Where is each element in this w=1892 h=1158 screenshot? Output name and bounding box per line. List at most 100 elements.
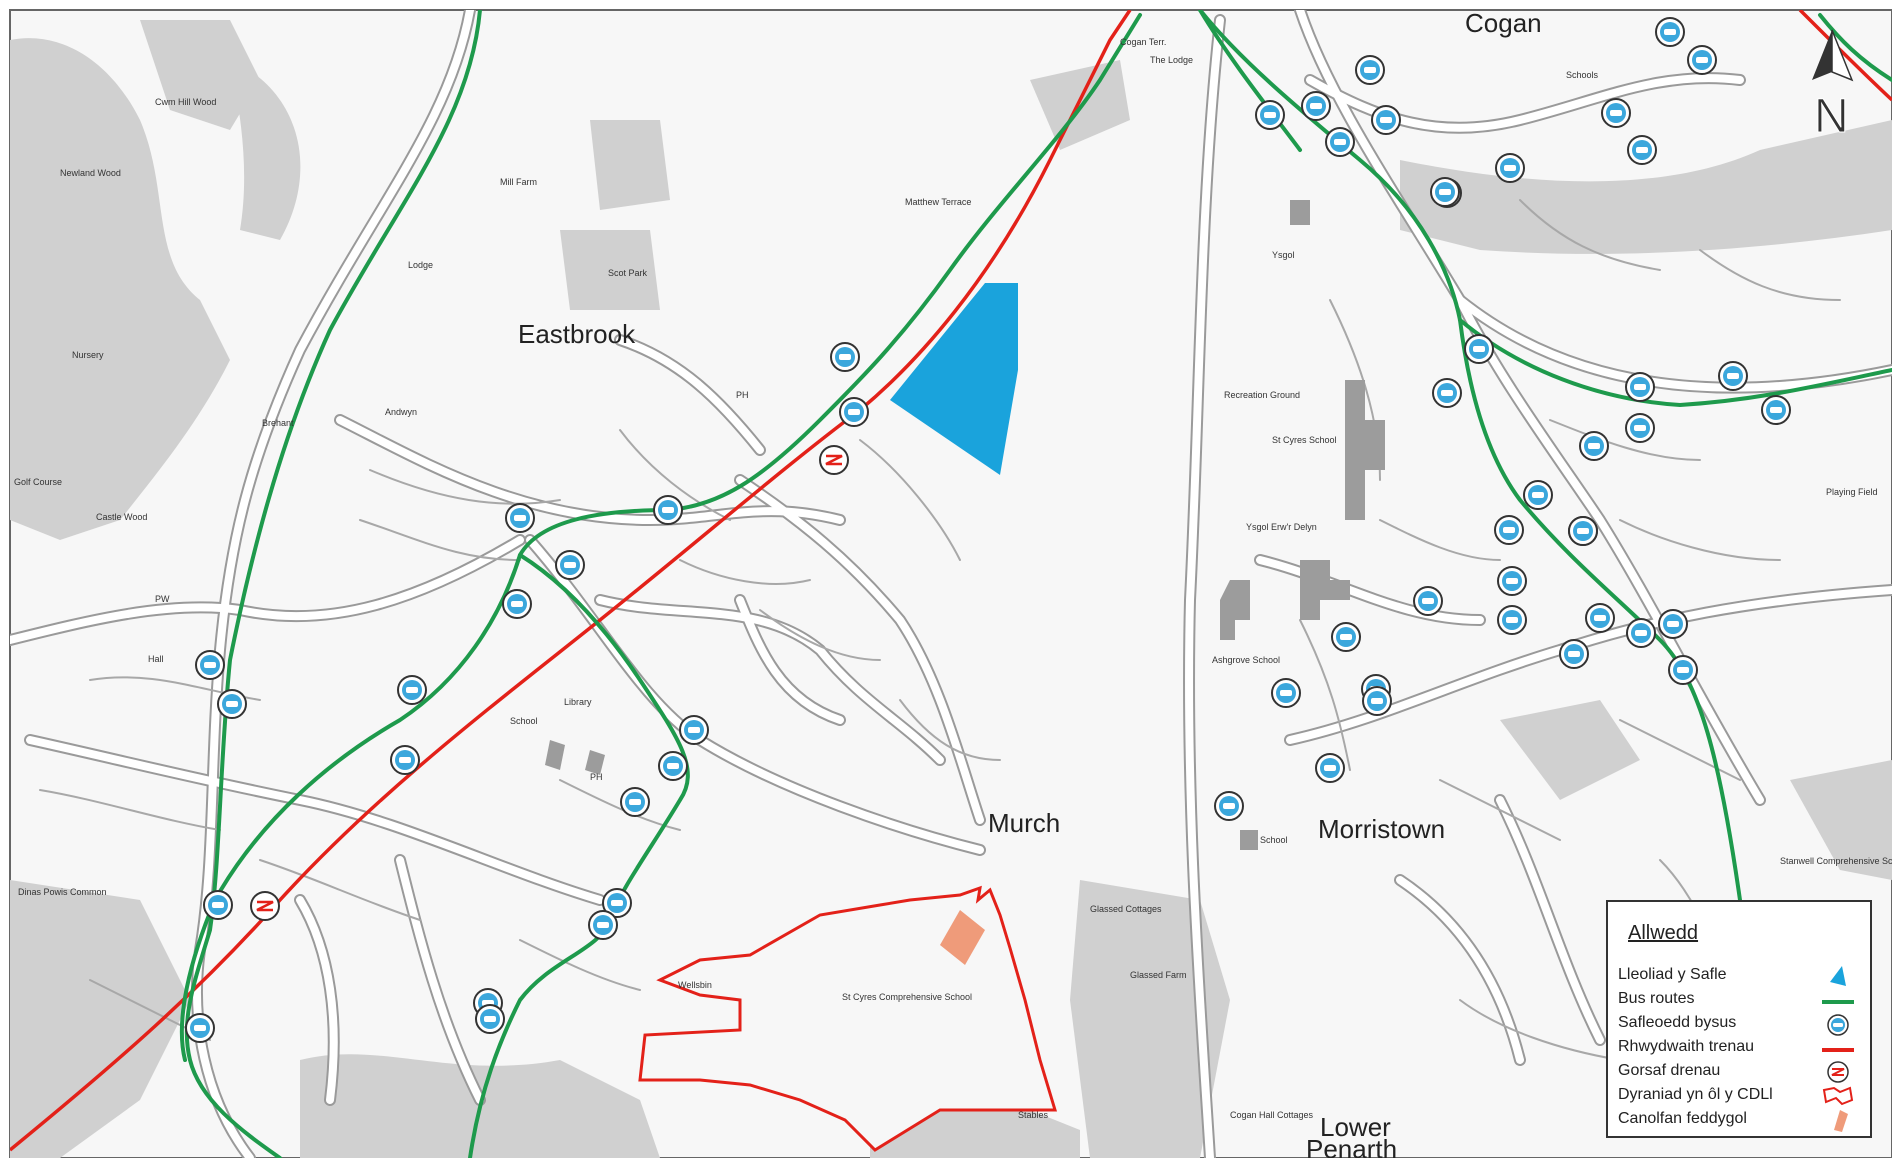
train-station-icon[interactable] [819,445,849,475]
site-location-icon [1830,966,1846,986]
svg-text:Brehant: Brehant [262,418,294,428]
legend-item-bus-stops: Safleoedd bysus [1618,1012,1864,1036]
bus-stop-icon[interactable] [1568,516,1598,546]
bus-stop-icon[interactable] [1371,105,1401,135]
bus-stop-icon[interactable] [1413,586,1443,616]
svg-text:Hall: Hall [148,654,164,664]
svg-text:Newland Wood: Newland Wood [60,168,121,178]
legend-item-medical-centre: Canolfan feddygol [1618,1108,1864,1132]
bus-stop-icon[interactable] [1325,127,1355,157]
bus-stop-icon[interactable] [679,715,709,745]
svg-text:Golf Course: Golf Course [14,477,62,487]
svg-text:Cwm Hill Wood: Cwm Hill Wood [155,97,216,107]
legend-item-cdli-allocation: Dyraniad yn ôl y CDLl [1618,1084,1864,1108]
bus-stop-icon[interactable] [1579,431,1609,461]
svg-text:Dinas Powis Common: Dinas Powis Common [18,887,107,897]
bus-stop-icon[interactable] [505,503,535,533]
bus-stop-icon[interactable] [1625,372,1655,402]
svg-text:The Lodge: The Lodge [1150,55,1193,65]
svg-text:Ashgrove School: Ashgrove School [1212,655,1280,665]
bus-stop-icon[interactable] [1255,100,1285,130]
bus-stop-icon[interactable] [502,589,532,619]
bus-stop-icon[interactable] [1271,678,1301,708]
bus-stop-icon[interactable] [1430,177,1460,207]
bus-stop-icon[interactable] [397,675,427,705]
svg-text:Matthew Terrace: Matthew Terrace [905,197,971,207]
bus-stop-icon[interactable] [1625,413,1655,443]
place-label-lower-penarth-2: Penarth [1306,1134,1397,1158]
map-legend: Allwedd Lleoliad y Safle Bus routes Safl… [1606,900,1872,1138]
legend-label: Rhwydwaith trenau [1618,1038,1755,1055]
bus-stop-icon[interactable] [1668,655,1698,685]
rail-line-east [1798,10,1892,102]
train-station-icon[interactable] [250,891,280,921]
legend-item-rail-network: Rhwydwaith trenau [1618,1036,1864,1060]
north-arrow-icon: N [1812,29,1854,144]
bus-stop-icon[interactable] [203,890,233,920]
bus-stop-icon[interactable] [1432,378,1462,408]
svg-text:Cogan Terr.: Cogan Terr. [1120,37,1166,47]
bus-stop-icon[interactable] [1464,334,1494,364]
bus-stop-icon[interactable] [1627,135,1657,165]
bus-stop-icon[interactable] [1497,605,1527,635]
bus-stop-icon[interactable] [1585,603,1615,633]
bus-stop-icon[interactable] [195,650,225,680]
svg-text:Stables: Stables [1018,1110,1049,1120]
bus-stop-icon[interactable] [1761,395,1791,425]
rail-line-icon [1822,1048,1854,1052]
svg-text:St Cyres School: St Cyres School [1272,435,1337,445]
bus-stop-icon[interactable] [1626,618,1656,648]
bus-stop-icon[interactable] [1687,45,1717,75]
bus-stop-icon[interactable] [653,495,683,525]
bus-stop-icon[interactable] [1355,55,1385,85]
legend-item-train-station: Gorsaf drenau [1618,1060,1864,1084]
bus-stop-icon[interactable] [217,689,247,719]
bus-stop-icon[interactable] [1315,753,1345,783]
bus-stop-icon[interactable] [1655,17,1685,47]
bus-stop-icon[interactable] [1497,566,1527,596]
legend-label: Safleoedd bysus [1618,1014,1737,1031]
svg-text:PH: PH [590,772,603,782]
rail-line [10,10,1132,1152]
svg-text:Recreation Ground: Recreation Ground [1224,390,1300,400]
svg-text:N: N [1814,90,1849,143]
bus-stop-icon[interactable] [658,751,688,781]
medical-centre-icon [1834,1110,1848,1132]
svg-text:Glassed Farm: Glassed Farm [1130,970,1187,980]
svg-text:PW: PW [155,594,170,604]
bus-stop-icon[interactable] [1601,98,1631,128]
svg-text:Library: Library [564,697,592,707]
place-labels: Eastbrook Murch Morristown Cogan Lower P… [518,8,1542,1158]
small-map-labels: Cwm Hill Wood Newland Wood Mill Farm Sco… [14,37,1892,1120]
place-label-murch: Murch [988,808,1060,838]
bus-stop-icon[interactable] [1301,91,1331,121]
bus-stop-icon[interactable] [555,550,585,580]
bus-stop-icon[interactable] [839,397,869,427]
legend-label: Lleoliad y Safle [1618,966,1727,983]
bus-stop-icon[interactable] [1362,686,1392,716]
bus-stop-icon[interactable] [1718,361,1748,391]
svg-text:Schools: Schools [1566,70,1599,80]
bus-stop-icon[interactable] [185,1013,215,1043]
legend-label: Bus routes [1618,990,1695,1007]
medical-centre-area [940,910,985,965]
bus-stop-icon[interactable] [620,787,650,817]
bus-stop-icon[interactable] [602,888,632,918]
bus-stop-icon[interactable] [1495,153,1525,183]
bus-stop-icon[interactable] [1523,480,1553,510]
legend-title: Allwedd [1628,922,1699,944]
place-label-cogan: Cogan [1465,8,1542,38]
bus-stop-icon[interactable] [475,1004,505,1034]
bus-stop-icon[interactable] [1559,639,1589,669]
bus-stop-icon [1827,1014,1849,1036]
bus-stop-icon[interactable] [390,745,420,775]
bus-stop-icon[interactable] [1331,622,1361,652]
bus-stop-icon[interactable] [1658,609,1688,639]
svg-text:Lodge: Lodge [408,260,433,270]
place-label-morristown: Morristown [1318,814,1445,844]
bus-stop-icon[interactable] [830,342,860,372]
bus-stop-icon[interactable] [1214,791,1244,821]
bus-stop-icon[interactable] [1494,515,1524,545]
bus-stop-icon[interactable] [588,910,618,940]
